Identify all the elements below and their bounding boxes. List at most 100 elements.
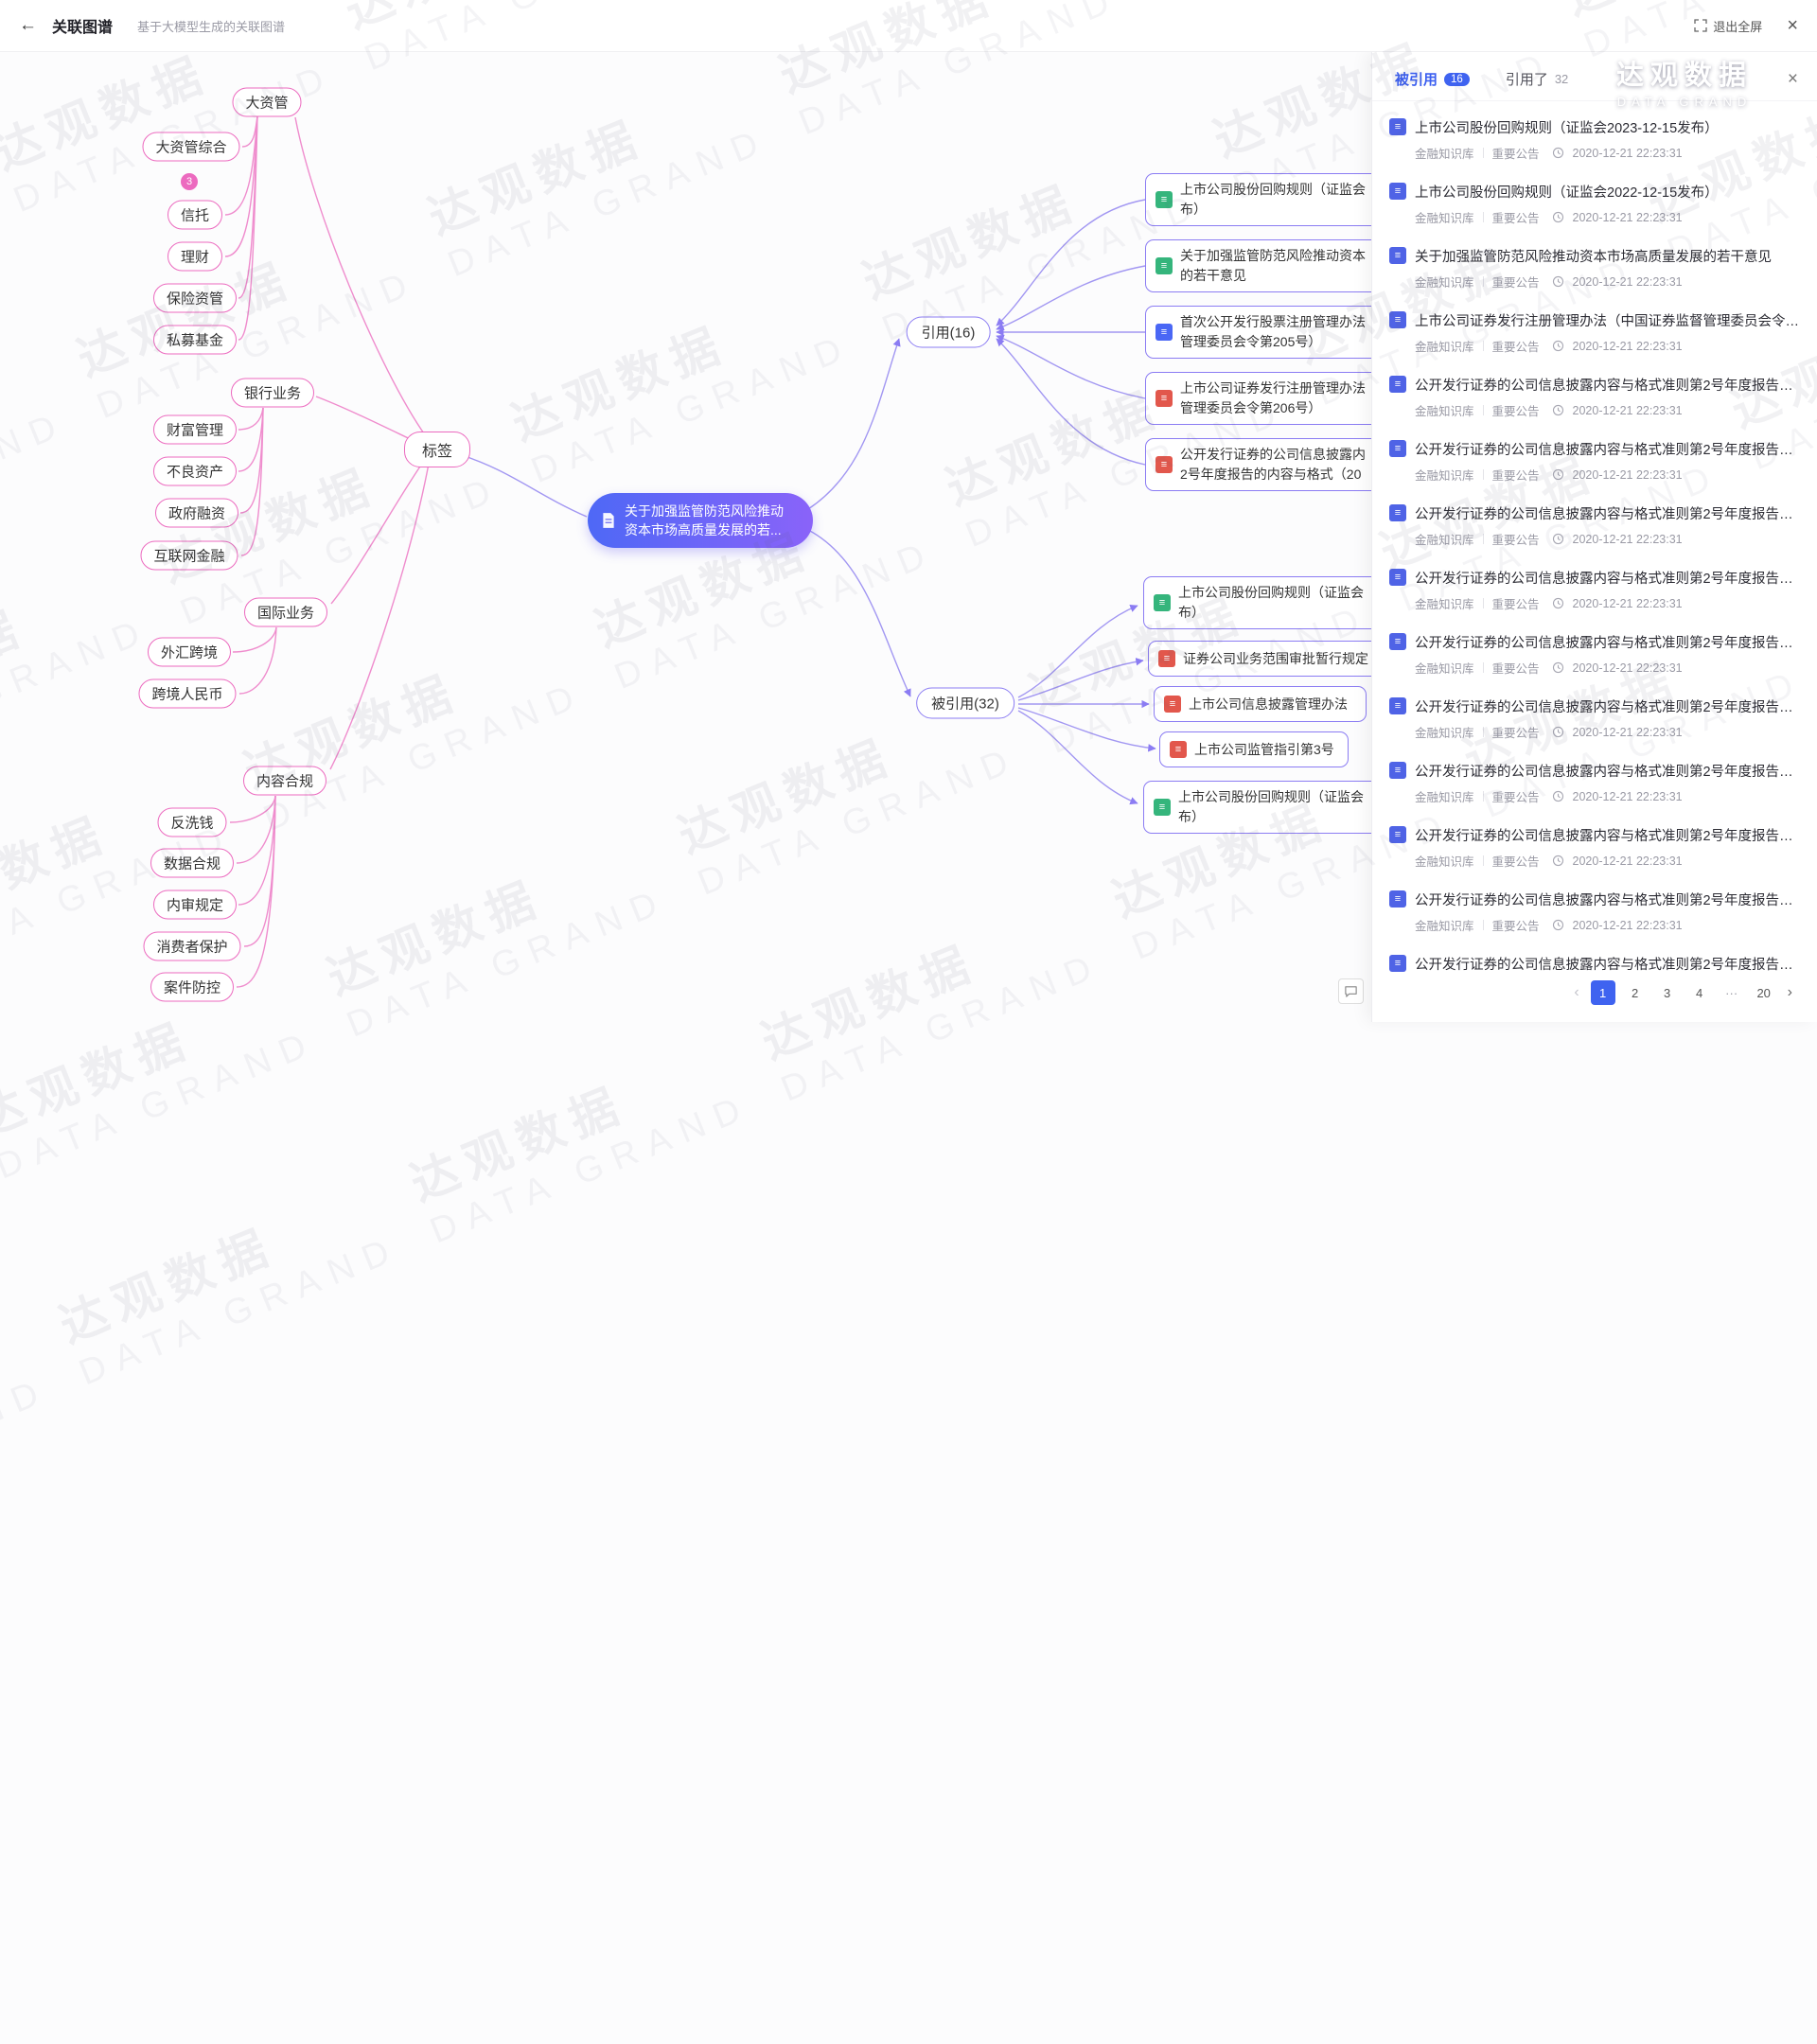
tag-node[interactable]: 大资管综合: [142, 132, 240, 162]
citing-doc-node[interactable]: 上市公司信息披露管理办法: [1154, 686, 1367, 722]
doc-icon: [1389, 633, 1406, 650]
doc-meta: 金融知识库 重要公告 2020-12-21 22:23:31: [1415, 594, 1802, 612]
green-doc-icon: [1154, 799, 1171, 816]
doc-icon: [1389, 311, 1406, 328]
comment-toggle-button[interactable]: [1338, 978, 1364, 1004]
tag-node[interactable]: 外汇跨境: [147, 637, 232, 667]
doc-icon: [1389, 762, 1406, 779]
list-item[interactable]: 公开发行证券的公司信息披露内容与格式准则第2号年度报告的内... 金融知识库 重…: [1372, 879, 1817, 943]
doc-title: 公开发行证券的公司信息披露内容与格式准则第2号年度报告的内...: [1415, 636, 1802, 651]
tag-group-node[interactable]: 大资管: [232, 87, 302, 117]
page-button-2[interactable]: 2: [1632, 985, 1639, 1000]
tag-node[interactable]: 不良资产: [152, 456, 238, 486]
meta-divider: [1482, 727, 1484, 737]
red-doc-icon: [1170, 741, 1187, 758]
doc-meta: 金融知识库 重要公告 2020-12-21 22:23:31: [1415, 916, 1802, 934]
tag-group-node[interactable]: 国际业务: [243, 597, 328, 627]
tag-node[interactable]: 私募基金: [152, 325, 238, 355]
meta-divider: [1482, 598, 1484, 608]
tag-group-node[interactable]: 银行业务: [230, 378, 315, 408]
list-item[interactable]: 上市公司股份回购规则（证监会2022-12-15发布） 金融知识库 重要公告 2…: [1372, 171, 1817, 236]
meta-divider: [1482, 662, 1484, 673]
exit-fullscreen-button[interactable]: 退出全屏: [1694, 17, 1762, 35]
clock-icon: [1552, 855, 1564, 867]
list-item[interactable]: 关于加强监管防范风险推动资本市场高质量发展的若干意见 金融知识库 重要公告 20…: [1372, 236, 1817, 300]
doc-main: 公开发行证券的公司信息披露内容与格式准则第2号年度报告的内... 金融知识库 重…: [1415, 761, 1802, 805]
doc-badge-tag: 重要公告: [1491, 791, 1540, 804]
list-item[interactable]: 公开发行证券的公司信息披露内容与格式准则第2号年度报告的内... 金融知识库 重…: [1372, 622, 1817, 686]
collapse-count-badge[interactable]: 3: [181, 173, 198, 190]
tag-node[interactable]: 反洗钱: [157, 807, 227, 837]
doc-main: 公开发行证券的公司信息披露内容与格式准则第2号年度报告的内... 金融知识库 重…: [1415, 890, 1802, 934]
tag-root-node[interactable]: 标签: [403, 432, 471, 467]
tab-cited-by[interactable]: 被引用 16: [1395, 69, 1470, 89]
doc-source-tag: 金融知识库: [1415, 662, 1474, 676]
tag-node[interactable]: 财富管理: [152, 414, 238, 445]
doc-meta: 金融知识库 重要公告 2020-12-21 22:23:31: [1415, 659, 1802, 677]
meta-divider: [1482, 469, 1484, 480]
page-button-4[interactable]: 4: [1696, 985, 1703, 1000]
tag-node[interactable]: 信托: [167, 200, 223, 230]
tag-node[interactable]: 政府融资: [154, 498, 239, 528]
tag-node[interactable]: 互联网金融: [140, 540, 238, 571]
list-item[interactable]: 公开发行证券的公司信息披露内容与格式准则第2号年度报告的内... 金融知识库 重…: [1372, 557, 1817, 622]
doc-time: 2020-12-21 22:23:31: [1572, 274, 1683, 289]
list-item[interactable]: 公开发行证券的公司信息披露内容与格式准则第2号年度报告的内... 金融知识库 重…: [1372, 686, 1817, 750]
doc-title: 上市公司股份回购规则（证监会2022-12-15发布）: [1415, 185, 1719, 201]
back-icon[interactable]: ←: [19, 15, 37, 35]
doc-source-tag: 金融知识库: [1415, 341, 1474, 354]
list-item[interactable]: 公开发行证券的公司信息披露内容与格式准则第2号年度报告的内... 金融知识库 重…: [1372, 364, 1817, 429]
page-title: 关联图谱: [52, 20, 114, 36]
doc-meta: 金融知识库 重要公告 2020-12-21 22:23:31: [1415, 852, 1802, 870]
next-page-button[interactable]: ›: [1787, 984, 1792, 1000]
page-button-20[interactable]: 20: [1756, 985, 1771, 1000]
center-document-node[interactable]: 关于加强监管防范风险推动 资本市场高质量发展的若...: [588, 493, 813, 548]
doc-main: 关于加强监管防范风险推动资本市场高质量发展的若干意见 金融知识库 重要公告 20…: [1415, 246, 1802, 291]
prev-page-button[interactable]: ‹: [1574, 984, 1579, 1000]
cites-hub-node[interactable]: 引用(16): [906, 316, 991, 348]
green-doc-icon: [1155, 257, 1173, 274]
cited-by-hub-node[interactable]: 被引用(32): [916, 687, 1014, 719]
blue-doc-icon: [1155, 324, 1173, 341]
list-item[interactable]: 公开发行证券的公司信息披露内容与格式准则第2号年度报告的内... 金融知识库 重…: [1372, 429, 1817, 493]
doc-badge-tag: 重要公告: [1491, 920, 1540, 933]
meta-divider: [1482, 920, 1484, 930]
tag-node[interactable]: 案件防控: [150, 972, 235, 1002]
list-item[interactable]: 公开发行证券的公司信息披露内容与格式准则第2号年度报告的内... 金融知识库 重…: [1372, 493, 1817, 557]
tag-node[interactable]: 理财: [167, 241, 223, 272]
tag-node[interactable]: 保险资管: [152, 283, 238, 313]
citing-doc-node[interactable]: 上市公司监管指引第3号: [1159, 731, 1349, 767]
doc-badge-tag: 重要公告: [1491, 148, 1540, 161]
doc-source-tag: 金融知识库: [1415, 276, 1474, 290]
list-item[interactable]: 上市公司股份回购规则（证监会2023-12-15发布） 金融知识库 重要公告 2…: [1372, 107, 1817, 171]
panel-close-icon[interactable]: ×: [1787, 69, 1798, 89]
list-item[interactable]: 公开发行证券的公司信息披露内容与格式准则第2号年度报告的内... 金融知识库 重…: [1372, 943, 1817, 980]
close-icon[interactable]: ×: [1787, 15, 1798, 36]
page-button-1[interactable]: 1: [1590, 980, 1615, 1005]
panel-tabs: 被引用 16 引用了 32 ×: [1372, 52, 1817, 101]
tab-cites[interactable]: 引用了 32: [1506, 69, 1568, 89]
doc-time: 2020-12-21 22:23:31: [1572, 339, 1683, 353]
tag-group-node[interactable]: 内容合规: [242, 766, 327, 796]
doc-source-tag: 金融知识库: [1415, 727, 1474, 740]
tag-node[interactable]: 跨境人民币: [138, 678, 237, 709]
citing-doc-node[interactable]: 证券公司业务范围审批暂行规定: [1148, 641, 1385, 677]
list-item[interactable]: 公开发行证券的公司信息披露内容与格式准则第2号年度报告的内... 金融知识库 重…: [1372, 750, 1817, 815]
list-item[interactable]: 上市公司证券发行注册管理办法（中国证券监督管理委员会令第2... 金融知识库 重…: [1372, 300, 1817, 364]
list-item[interactable]: 公开发行证券的公司信息披露内容与格式准则第2号年度报告的内... 金融知识库 重…: [1372, 815, 1817, 879]
tag-node[interactable]: 内审规定: [152, 890, 238, 920]
doc-icon: [1389, 247, 1406, 264]
tag-node[interactable]: 数据合规: [150, 848, 235, 878]
center-node-title: 关于加强监管防范风险推动 资本市场高质量发展的若...: [625, 502, 784, 537]
page-button-3[interactable]: 3: [1664, 985, 1671, 1000]
tag-node[interactable]: 消费者保护: [143, 931, 241, 961]
doc-source-tag: 金融知识库: [1415, 212, 1474, 225]
